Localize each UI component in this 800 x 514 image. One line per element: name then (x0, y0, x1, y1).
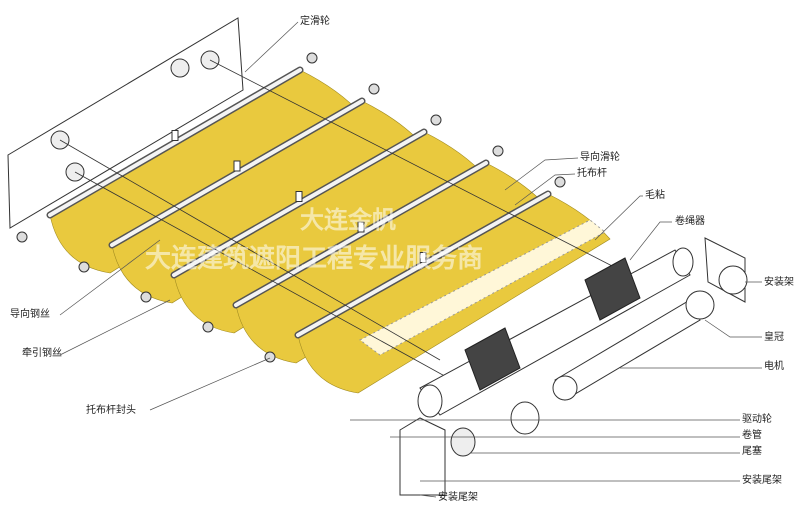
drive-wheel (510, 401, 540, 435)
label-mount-bracket: 安装架 (764, 277, 794, 288)
guide-pulley-icon (233, 160, 241, 172)
rod-end-cap-icon (368, 83, 380, 95)
cloth-rod-highlight (110, 99, 364, 247)
rope-winder (464, 327, 521, 391)
label-drive-wheel: 驱动轮 (742, 414, 772, 425)
label-fixed-pulley: 定滑轮 (300, 16, 330, 27)
label-end-bracket-bottom: 安装尾架 (438, 492, 478, 503)
label-traction-wire: 牵引钢丝 (22, 348, 62, 359)
roller-tube-end (672, 247, 694, 277)
leader-line (149, 357, 271, 411)
guide-wire (209, 59, 621, 271)
rope-winder (584, 257, 641, 321)
guide-pulley-icon (171, 130, 179, 141)
watermark-line1: 大连金帆 (300, 206, 396, 234)
leader-line (244, 21, 299, 73)
leader-line (419, 494, 437, 498)
traction-wire (74, 171, 471, 391)
rod-end-cap-icon (202, 321, 214, 333)
label-crown: 皇冠 (764, 332, 784, 343)
label-motor: 电机 (764, 361, 784, 372)
guide-pulley-icon (295, 191, 303, 202)
guide-wire (59, 139, 441, 361)
label-rope-winder: 卷绳器 (675, 216, 705, 227)
felt-strip (359, 219, 606, 356)
label-guide-pulley: 导向滑轮 (580, 152, 620, 163)
label-guide-wire: 导向钢丝 (10, 309, 50, 320)
label-rod-end-cap: 托布杆封头 (86, 405, 136, 416)
guide-pulley-icon (419, 252, 427, 263)
watermark-line2: 大连建筑遮阳工程专业服务商 (145, 244, 484, 274)
end-plug (450, 427, 476, 457)
leader-line (594, 195, 643, 241)
rod-end-cap-icon (306, 52, 318, 64)
crown (685, 290, 715, 320)
leader-line (59, 299, 171, 356)
leader-line (59, 239, 161, 316)
guide-pulley-icon (357, 221, 365, 233)
rod-end-cap-icon (78, 261, 90, 273)
mount-bracket-gear (718, 265, 748, 295)
fixed-pulley-icon (170, 58, 190, 78)
cloth-rod-highlight (296, 192, 550, 337)
cloth-rod-highlight (48, 68, 302, 217)
leader-line (704, 319, 762, 338)
leader-line (514, 173, 576, 206)
rod-end-cap-icon (264, 351, 276, 363)
cloth-rod-highlight (172, 130, 426, 277)
label-end-bracket-right: 安装尾架 (742, 475, 782, 486)
roller-tube-end (417, 384, 443, 418)
leader-line (504, 157, 579, 191)
end-bracket (399, 417, 446, 496)
rod-end-cap-icon (430, 114, 442, 126)
label-roller-tube: 卷管 (742, 430, 762, 441)
label-cloth-rod: 托布杆 (577, 168, 607, 179)
rod-end-cap-icon (16, 231, 28, 243)
rod-end-cap-icon (140, 291, 152, 303)
rod-end-cap-icon (492, 145, 504, 157)
drive-wheel-on-motor (552, 375, 578, 401)
leader-line (629, 221, 672, 261)
label-felt: 毛粘 (645, 190, 665, 201)
cloth-rod-highlight (234, 161, 488, 307)
label-end-plug: 尾塞 (742, 446, 762, 457)
rod-end-cap-icon (554, 176, 566, 188)
